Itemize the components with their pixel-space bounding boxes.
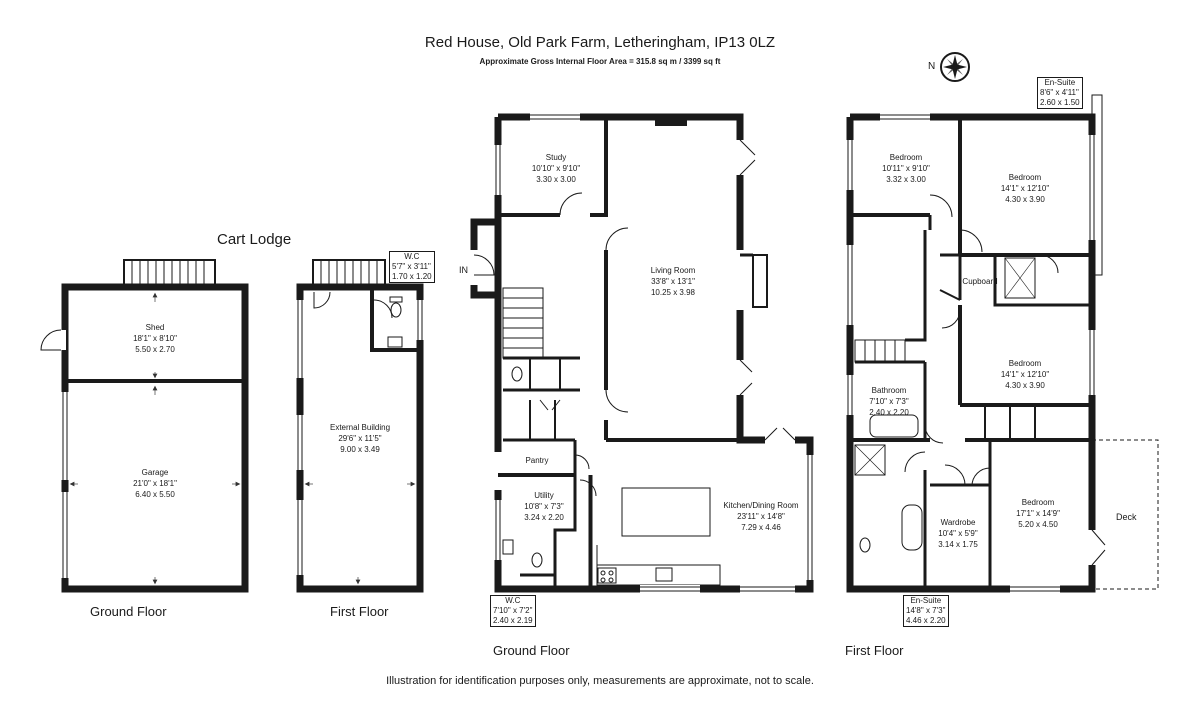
room-imperial-size: 23'11" x 14'8"	[737, 512, 785, 521]
room-name: Living Room	[650, 266, 696, 275]
compass-rose	[940, 52, 970, 82]
room-metric-size: 6.40 x 5.50	[135, 490, 175, 499]
room-imperial-size: 10'10" x 9'10"	[531, 164, 581, 173]
room-bedroom-2: Bedroom 14'1" x 12'10" 4.30 x 3.90	[1001, 172, 1049, 205]
room-imperial-size: 7'10" x 7'2"	[493, 606, 533, 615]
cart-lodge-title: Cart Lodge	[217, 231, 292, 248]
room-imperial-size: 8'6" x 4'11"	[1040, 88, 1079, 97]
compass-north-label: N	[928, 61, 936, 72]
room-metric-size: 2.60 x 1.50	[1040, 98, 1080, 107]
room-imperial-size: 10'4" x 5'9"	[938, 529, 978, 538]
room-name: Bedroom	[1008, 173, 1042, 182]
room-cupboard: Cupboard	[962, 276, 997, 287]
room-metric-size: 3.30 x 3.00	[536, 175, 576, 184]
room-cart-lodge-wc: W.C 5'7" x 3'11" 1.70 x 1.20	[389, 251, 435, 283]
room-imperial-size: 17'1" x 14'9"	[1016, 509, 1060, 518]
floor-area-summary: Approximate Gross Internal Floor Area = …	[479, 57, 721, 66]
room-imperial-size: 10'8" x 7'3"	[524, 502, 564, 511]
room-bedroom-4: Bedroom 17'1" x 14'9" 5.20 x 4.50	[1016, 497, 1060, 530]
room-ensuite-top: En-Suite 8'6" x 4'11" 2.60 x 1.50	[1037, 77, 1083, 109]
house-first-floor-plan	[846, 94, 1159, 593]
plan-title: Red House, Old Park Farm, Letheringham, …	[424, 34, 776, 51]
room-imperial-size: 10'11" x 9'10"	[882, 164, 930, 173]
disclaimer-text: Illustration for identification purposes…	[386, 675, 814, 687]
cart-lodge-first-floor-label: First Floor	[330, 604, 389, 619]
dimension-arrows	[69, 292, 416, 585]
room-external-building: External Building 29'6" x 11'5" 9.00 x 3…	[330, 422, 390, 455]
deck-label: Deck	[1116, 512, 1137, 522]
room-metric-size: 2.40 x 2.20	[869, 408, 909, 417]
room-name: Garage	[141, 468, 169, 477]
room-ground-wc: W.C 7'10" x 7'2" 2.40 x 2.19	[490, 595, 536, 627]
room-living-room: Living Room 33'8" x 13'1" 10.25 x 3.98	[651, 265, 695, 298]
room-name: Cupboard	[962, 277, 998, 286]
room-study: Study 10'10" x 9'10" 3.30 x 3.00	[532, 152, 580, 185]
room-imperial-size: 29'6" x 11'5"	[338, 434, 382, 443]
room-name: Utility	[534, 491, 554, 500]
room-imperial-size: 14'1" x 12'10"	[1000, 370, 1050, 379]
room-metric-size: 9.00 x 3.49	[340, 445, 380, 454]
room-metric-size: 3.24 x 2.20	[524, 513, 564, 522]
cart-lodge-ground-floor-plan	[40, 259, 249, 593]
room-imperial-size: 21'0" x 18'1"	[133, 479, 177, 488]
room-garage: Garage 21'0" x 18'1" 6.40 x 5.50	[133, 467, 177, 500]
room-imperial-size: 33'8" x 13'1"	[651, 277, 695, 286]
room-name: W.C	[404, 252, 420, 261]
room-name: Wardrobe	[940, 518, 976, 527]
room-imperial-size: 5'7" x 3'11"	[392, 262, 431, 271]
room-name: En-Suite	[910, 596, 942, 605]
room-name: Bedroom	[1008, 359, 1042, 368]
room-name: Bedroom	[889, 153, 923, 162]
room-name: External Building	[329, 423, 391, 432]
room-metric-size: 5.20 x 4.50	[1018, 520, 1058, 529]
room-metric-size: 5.50 x 2.70	[135, 345, 175, 354]
house-ground-floor-label: Ground Floor	[493, 643, 570, 658]
house-ground-floor-plan	[470, 113, 814, 593]
room-metric-size: 3.14 x 1.75	[938, 540, 978, 549]
room-name: En-Suite	[1044, 78, 1076, 87]
room-utility: Utility 10'8" x 7'3" 3.24 x 2.20	[524, 490, 564, 523]
cart-lodge-first-floor-plan	[296, 259, 424, 593]
room-name: Bedroom	[1021, 498, 1055, 507]
room-imperial-size: 7'10" x 7'3"	[869, 397, 909, 406]
room-metric-size: 4.46 x 2.20	[906, 616, 946, 625]
room-bedroom-1: Bedroom 10'11" x 9'10" 3.32 x 3.00	[882, 152, 930, 185]
room-pantry: Pantry	[525, 455, 548, 466]
cart-lodge-ground-floor-label: Ground Floor	[90, 604, 167, 619]
entry-label: IN	[459, 265, 468, 275]
room-metric-size: 3.32 x 3.00	[886, 175, 926, 184]
room-kitchen-dining: Kitchen/Dining Room 23'11" x 14'8" 7.29 …	[723, 500, 798, 533]
room-bedroom-3: Bedroom 14'1" x 12'10" 4.30 x 3.90	[1001, 358, 1049, 391]
room-shed: Shed 18'1" x 8'10" 5.50 x 2.70	[133, 322, 177, 355]
room-metric-size: 2.40 x 2.19	[493, 616, 533, 625]
room-bathroom: Bathroom 7'10" x 7'3" 2.40 x 2.20	[869, 385, 909, 418]
room-metric-size: 4.30 x 3.90	[1005, 195, 1045, 204]
room-name: Pantry	[525, 456, 549, 465]
room-name: Study	[545, 153, 567, 162]
room-metric-size: 10.25 x 3.98	[650, 288, 696, 297]
room-wardrobe: Wardrobe 10'4" x 5'9" 3.14 x 1.75	[938, 517, 978, 550]
room-name: Kitchen/Dining Room	[723, 501, 799, 510]
room-imperial-size: 14'1" x 12'10"	[1000, 184, 1050, 193]
room-name: Bathroom	[871, 386, 907, 395]
room-metric-size: 1.70 x 1.20	[392, 272, 432, 281]
room-imperial-size: 18'1" x 8'10"	[133, 334, 177, 343]
room-imperial-size: 14'8" x 7'3"	[906, 606, 946, 615]
room-ensuite-bottom: En-Suite 14'8" x 7'3" 4.46 x 2.20	[903, 595, 949, 627]
room-metric-size: 7.29 x 4.46	[741, 523, 781, 532]
house-first-floor-label: First Floor	[845, 643, 904, 658]
room-name: W.C	[505, 596, 521, 605]
room-metric-size: 4.30 x 3.90	[1005, 381, 1045, 390]
room-name: Shed	[145, 323, 165, 332]
